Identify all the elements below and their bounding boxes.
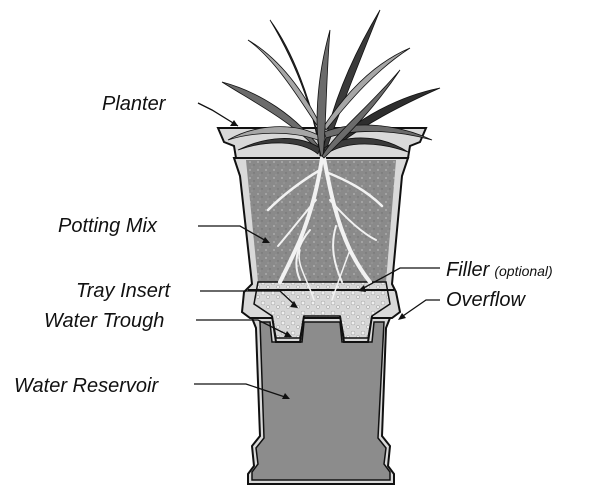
water-reservoir-region (252, 322, 390, 480)
label-filler-text: Filler(optional) (446, 259, 553, 281)
label-potting-mix: Potting Mix (58, 215, 270, 243)
label-overflow: Overflow (398, 289, 526, 320)
label-planter: Planter (102, 93, 238, 126)
label-water-trough-text: Water Trough (44, 310, 164, 332)
label-filler-note: (optional) (494, 263, 552, 279)
label-tray-insert-text: Tray Insert (76, 280, 172, 302)
potting-mix-region (246, 160, 396, 282)
label-potting-mix-text: Potting Mix (58, 215, 158, 237)
label-filler-main: Filler (446, 259, 491, 281)
label-water-reservoir-text: Water Reservoir (14, 375, 159, 397)
label-water-reservoir: Water Reservoir (14, 375, 290, 399)
label-planter-text: Planter (102, 93, 167, 115)
label-overflow-text: Overflow (446, 289, 526, 311)
